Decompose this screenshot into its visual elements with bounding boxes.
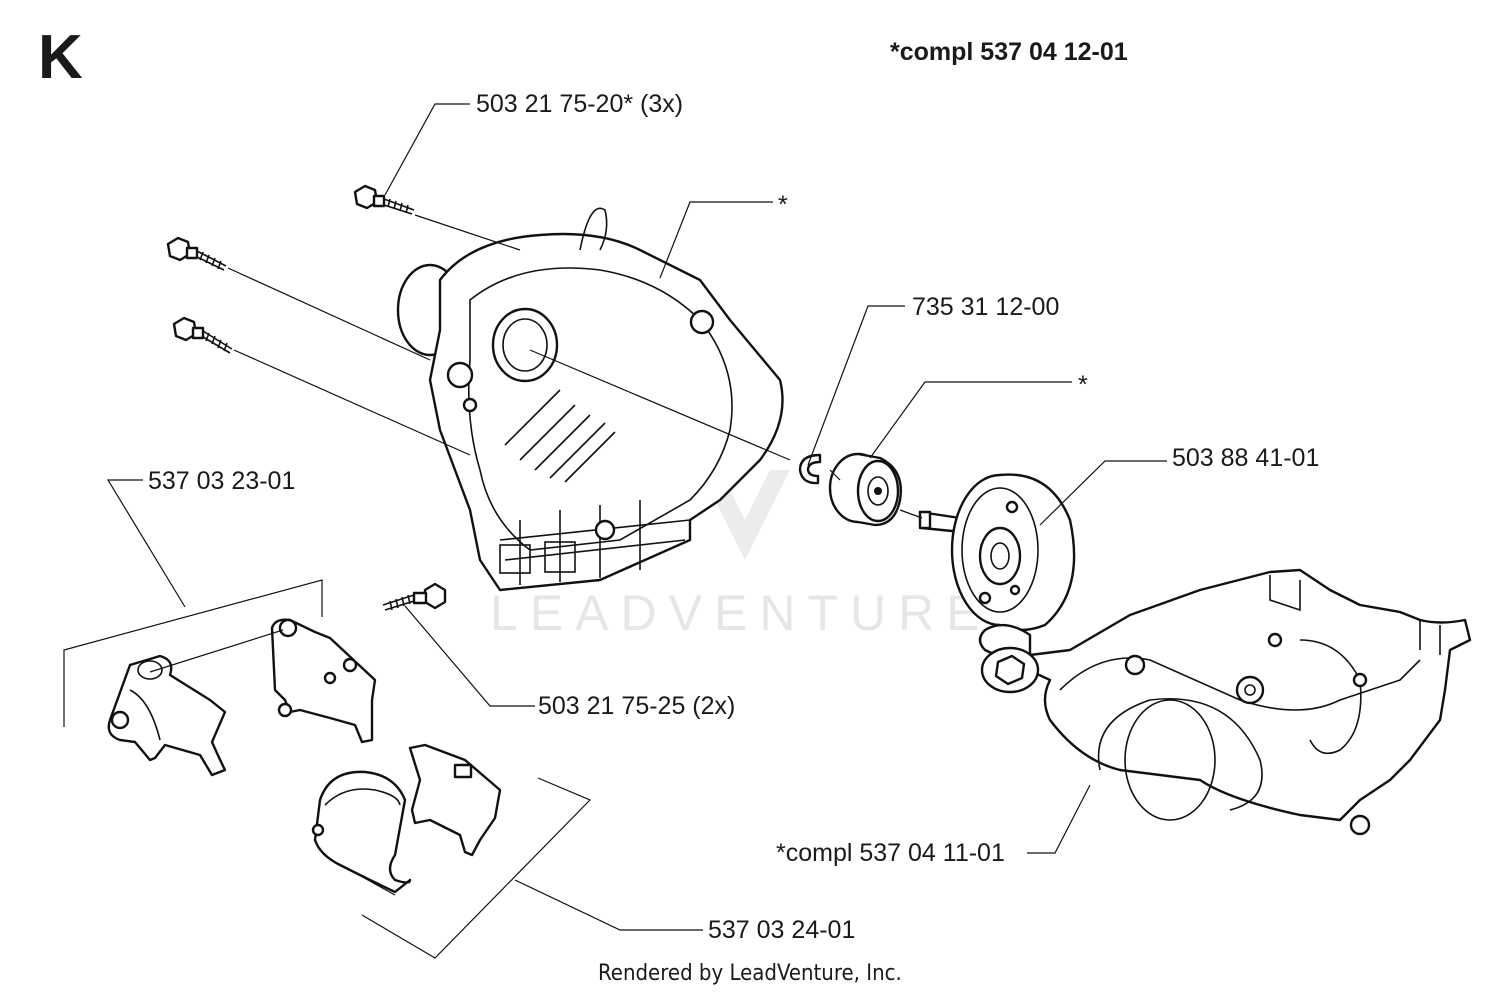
handle-bracket-part-b: [270, 618, 377, 744]
screw-3x-label: 503 21 75-20* (3x): [476, 90, 683, 118]
compl-top-label: *compl 537 04 12-01: [890, 38, 1128, 66]
screw-2x-label: 503 21 75-25 (2x): [538, 692, 735, 720]
compl-bottom-label: *compl 537 04 11-01: [776, 839, 1005, 867]
watermark-text: LEADVENTURE: [490, 585, 992, 641]
screw-part-a: [353, 184, 415, 215]
bearing-star-label: *: [1078, 371, 1088, 399]
rubber-insert-part-a: [311, 770, 412, 894]
rubber-insert-label: 537 03 24-01: [708, 916, 855, 944]
circlip-label: 735 31 12-00: [912, 293, 1059, 321]
footer-credit: Rendered by LeadVenture, Inc.: [598, 961, 902, 986]
crankcase-part: [978, 568, 1472, 836]
leader-lines: [63, 103, 1167, 959]
screw-part-c: [172, 316, 233, 354]
bearing-part: [828, 452, 902, 527]
clutch-drum-part: [918, 473, 1076, 632]
drum-label: 503 88 41-01: [1172, 444, 1319, 472]
housing-star-label: *: [778, 191, 788, 219]
handle-bracket-part-a: [107, 654, 227, 777]
handle-bracket-label: 537 03 23-01: [148, 467, 295, 495]
section-letter: K: [38, 23, 83, 92]
crankcase-half-part: [396, 207, 784, 592]
rubber-insert-part-b: [408, 743, 502, 857]
circlip-part: [798, 453, 822, 485]
screw-part-b: [166, 236, 227, 271]
screw-part-d: [382, 582, 447, 611]
